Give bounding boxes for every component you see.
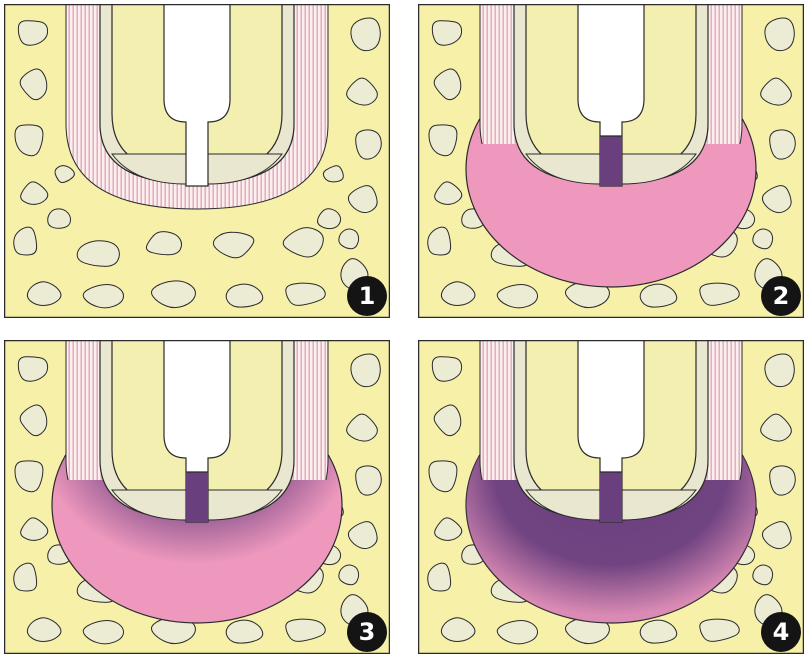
panel-4: 4 [418, 340, 804, 654]
panel-1: 1 [4, 4, 390, 318]
trabecula [765, 18, 794, 51]
panel-number: 3 [359, 618, 376, 646]
panel-number: 1 [359, 282, 376, 310]
panel-2: 2 [418, 4, 804, 318]
infected-canal-apex [600, 136, 622, 186]
trabecula [753, 565, 773, 585]
trabecula [765, 354, 794, 387]
infected-canal-apex [600, 472, 622, 522]
trabecula [356, 130, 382, 159]
trabecula [770, 466, 796, 495]
trabecula [351, 18, 380, 51]
trabecula [356, 466, 382, 495]
infected-canal-apex [186, 472, 208, 522]
trabecula [770, 130, 796, 159]
trabecula [77, 241, 119, 267]
trabecula [339, 229, 359, 249]
panel-3: 3 [4, 340, 390, 654]
panel-number: 4 [773, 618, 790, 646]
trabecula [48, 209, 71, 228]
trabecula [339, 565, 359, 585]
panel-number: 2 [773, 282, 790, 310]
trabecula [351, 354, 380, 387]
trabecula [753, 229, 773, 249]
